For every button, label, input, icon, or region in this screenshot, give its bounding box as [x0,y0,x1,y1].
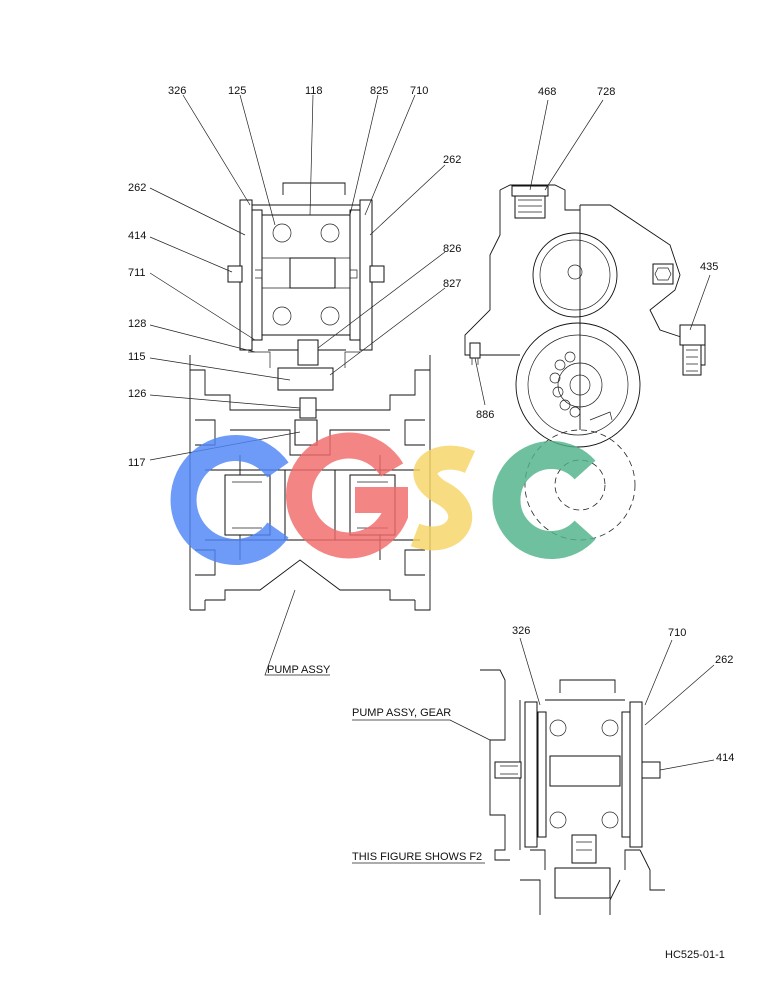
callout-262-detail: 262 [715,654,733,666]
detail-view-assembly [480,669,665,915]
callout-326: 326 [168,85,186,97]
watermark-logo [170,432,596,565]
leader-lines [149,94,715,864]
callout-414: 414 [128,230,146,242]
drawing-code: HC525-01-1 [665,949,725,961]
watermark-letter-c1 [170,435,289,565]
callout-125: 125 [228,85,246,97]
watermark-letter-s [410,445,476,551]
callout-711: 711 [128,267,146,279]
callout-728: 728 [597,86,615,98]
watermark-letter-g [286,432,408,559]
callout-115: 115 [128,351,146,363]
callout-118: 118 [305,85,323,97]
callout-117: 117 [128,457,146,469]
notes: PUMP ASSY PUMP ASSY, GEAR THIS FIGURE SH… [267,664,725,961]
callout-827: 827 [443,278,461,290]
callout-825: 825 [370,85,388,97]
callout-435: 435 [700,261,718,273]
note-pump-assy-gear: PUMP ASSY, GEAR [352,707,451,719]
watermark-letter-c2 [492,441,596,559]
callout-128: 128 [128,318,146,330]
note-figure-shows: THIS FIGURE SHOWS F2 [352,851,482,863]
callout-886: 886 [476,409,494,421]
callout-710-detail: 710 [668,627,686,639]
callout-710: 710 [410,85,428,97]
callout-414-detail: 414 [716,752,734,764]
callout-262-left: 262 [128,182,146,194]
callout-826: 826 [443,243,461,255]
side-view-assembly [464,184,706,541]
note-pump-assy: PUMP ASSY [267,664,331,676]
callout-468: 468 [538,86,556,98]
callout-262-right: 262 [443,154,461,166]
callout-326-detail: 326 [512,625,530,637]
callout-126: 126 [128,388,146,400]
callout-labels: 326 125 118 825 710 262 262 414 711 826 … [128,85,734,764]
